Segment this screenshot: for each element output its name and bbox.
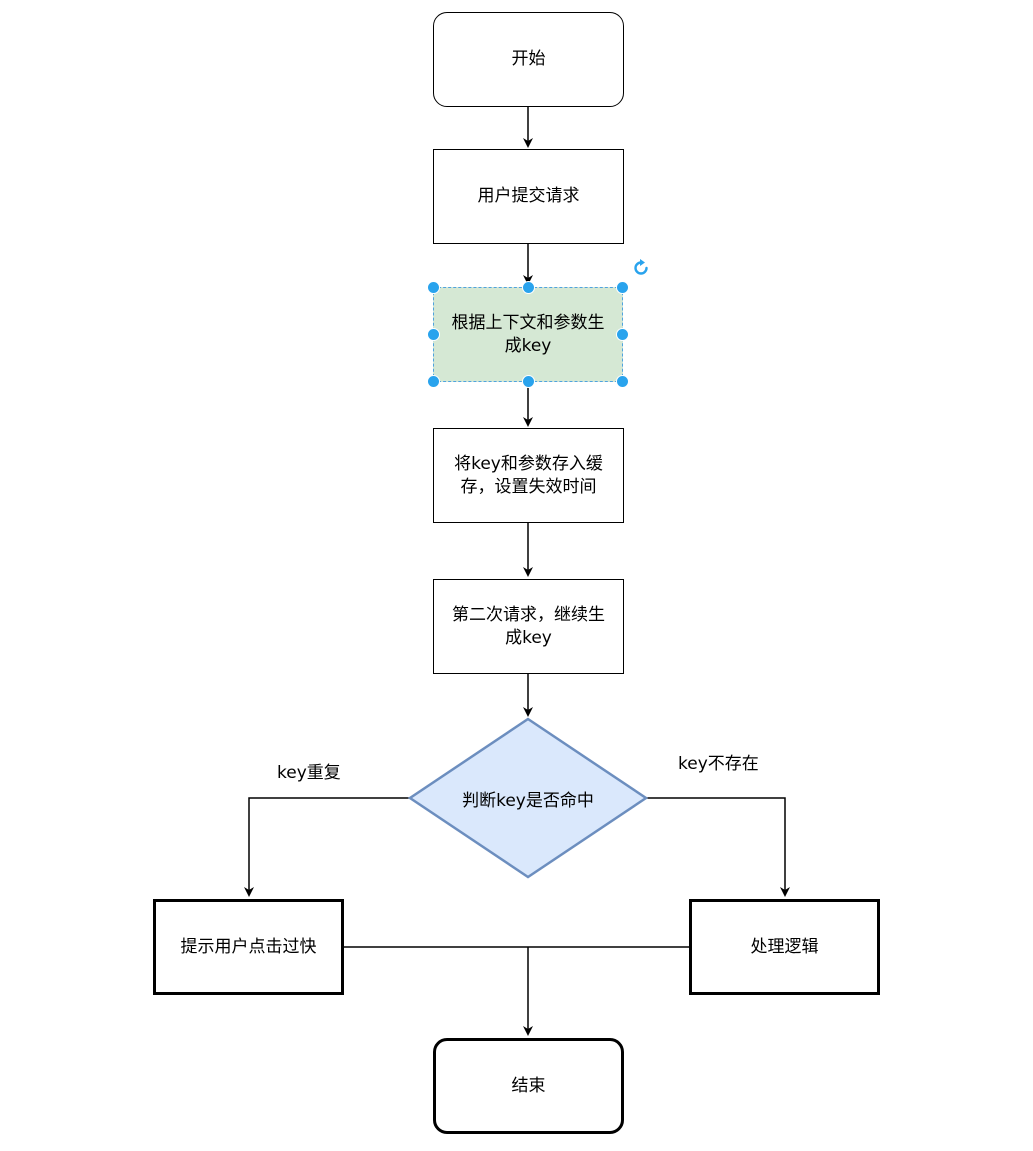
too-fast-label: 提示用户点击过快 [180, 936, 317, 957]
generate-key-node[interactable]: 根据上下文和参数生 成key [433, 287, 623, 382]
store-key-node[interactable]: 将key和参数存入缓 存，设置失效时间 [433, 428, 624, 523]
generate-key-label-line2: 成key [504, 335, 552, 356]
decision-diamond[interactable] [407, 717, 649, 879]
selection-handle-middle-left[interactable] [427, 328, 440, 341]
key-missing-label: key不存在 [678, 754, 759, 774]
start-node[interactable]: 开始 [433, 12, 624, 107]
submit-request-node[interactable]: 用户提交请求 [433, 149, 624, 244]
process-logic-node[interactable]: 处理逻辑 [689, 899, 880, 995]
second-request-label-line2: 成key [505, 627, 552, 648]
end-label: 结束 [511, 1075, 546, 1096]
too-fast-node[interactable]: 提示用户点击过快 [153, 899, 344, 995]
edge-decision-too-fast[interactable] [244, 797, 410, 897]
decision-label: 判断key是否命中 [462, 790, 594, 811]
selection-handle-bottom-left[interactable] [427, 375, 440, 388]
start-label: 开始 [511, 49, 546, 69]
selection-handle-top-right[interactable] [616, 281, 629, 294]
key-repeat-label: key重复 [277, 763, 341, 783]
selection-handle-bottom-center[interactable] [522, 375, 535, 388]
selection-handle-middle-right[interactable] [616, 328, 629, 341]
selection-handle-top-center[interactable] [522, 281, 535, 294]
submit-request-label: 用户提交请求 [477, 186, 580, 206]
selection-handle-bottom-right[interactable] [616, 375, 629, 388]
rotate-handle-icon[interactable] [630, 257, 652, 279]
generate-key-label-line1: 根据上下文和参数生 [451, 312, 605, 333]
store-key-label-line1: 将key和参数存入缓 [454, 453, 603, 474]
selection-handle-top-left[interactable] [427, 281, 440, 294]
process-logic-label: 处理逻辑 [750, 936, 819, 957]
store-key-label-line2: 存，设置失效时间 [460, 476, 597, 497]
second-request-label-line1: 第二次请求，继续生 [452, 604, 605, 625]
second-request-node[interactable]: 第二次请求，继续生 成key [433, 579, 624, 674]
edge-decision-process[interactable] [646, 797, 790, 897]
end-node[interactable]: 结束 [433, 1038, 624, 1134]
